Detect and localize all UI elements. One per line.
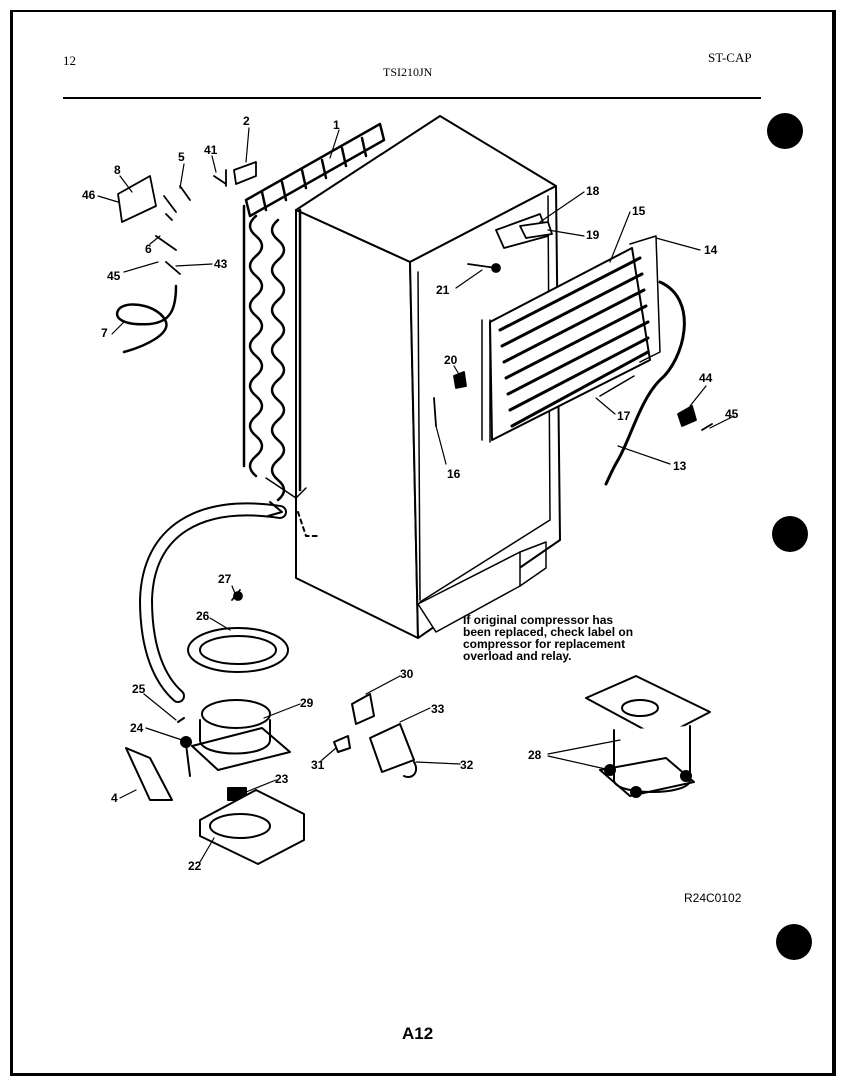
binder-hole-top [767,113,803,149]
header-rule [63,97,761,99]
tubing-illustration [115,280,686,703]
callout-33: 33 [431,702,445,716]
binder-hole-middle [772,516,808,552]
note-line: If original compressor has [463,613,614,627]
callout-19: 19 [586,228,600,242]
note-line: overload and relay. [463,649,572,663]
callout-5: 5 [178,150,185,164]
callout-14: 14 [704,243,718,257]
binder-hole-bottom [776,924,812,960]
compressor-replacement-note: If original compressor has been replaced… [463,614,693,662]
callout-4: 4 [111,791,118,805]
note-line: compressor for replacement [463,637,626,651]
callout-32: 32 [460,758,474,772]
alternate-compressor-illustration [585,675,711,798]
callout-17: 17 [617,409,631,423]
callout-22: 22 [188,859,202,873]
callout-23: 23 [275,772,289,786]
callout-18: 18 [586,184,600,198]
footer-page-label: A12 [402,1024,434,1043]
callout-31: 31 [311,758,325,772]
callout-leader-lines [97,127,735,863]
callout-29: 29 [300,696,314,710]
catalog-code: ST-CAP [708,50,752,65]
callout-28: 28 [528,748,542,762]
callout-45-left: 45 [107,269,121,283]
callout-21: 21 [436,283,450,297]
model-number: TSI210JN [383,65,433,79]
small-parts-illustration [117,161,713,601]
relay-overload-illustration [333,693,418,778]
cabinet-illustration [295,115,561,639]
page-number: 12 [63,53,76,68]
callout-24: 24 [130,721,144,735]
callout-1: 1 [333,118,340,132]
callout-44: 44 [699,371,713,385]
callout-20: 20 [444,353,458,367]
callout-30: 30 [400,667,414,681]
compressor-illustration [125,627,305,865]
callout-25: 25 [132,682,146,696]
callout-7: 7 [101,326,108,340]
evaporator-illustration [481,235,661,443]
note-line: been replaced, check label on [463,625,634,639]
callout-26: 26 [196,609,210,623]
callout-45-right: 45 [725,407,739,421]
callout-6: 6 [145,242,152,256]
callout-43: 43 [214,257,228,271]
page-frame [10,10,836,1076]
condenser-coil-illustration [242,122,386,502]
callout-13: 13 [673,459,687,473]
callout-46: 46 [82,188,96,202]
callout-16: 16 [447,467,461,481]
diagram-code: R24C0102 [684,891,742,905]
callout-8: 8 [114,163,121,177]
callout-15: 15 [632,204,646,218]
callout-41: 41 [204,143,218,157]
callout-27: 27 [218,572,232,586]
callout-2: 2 [243,114,250,128]
